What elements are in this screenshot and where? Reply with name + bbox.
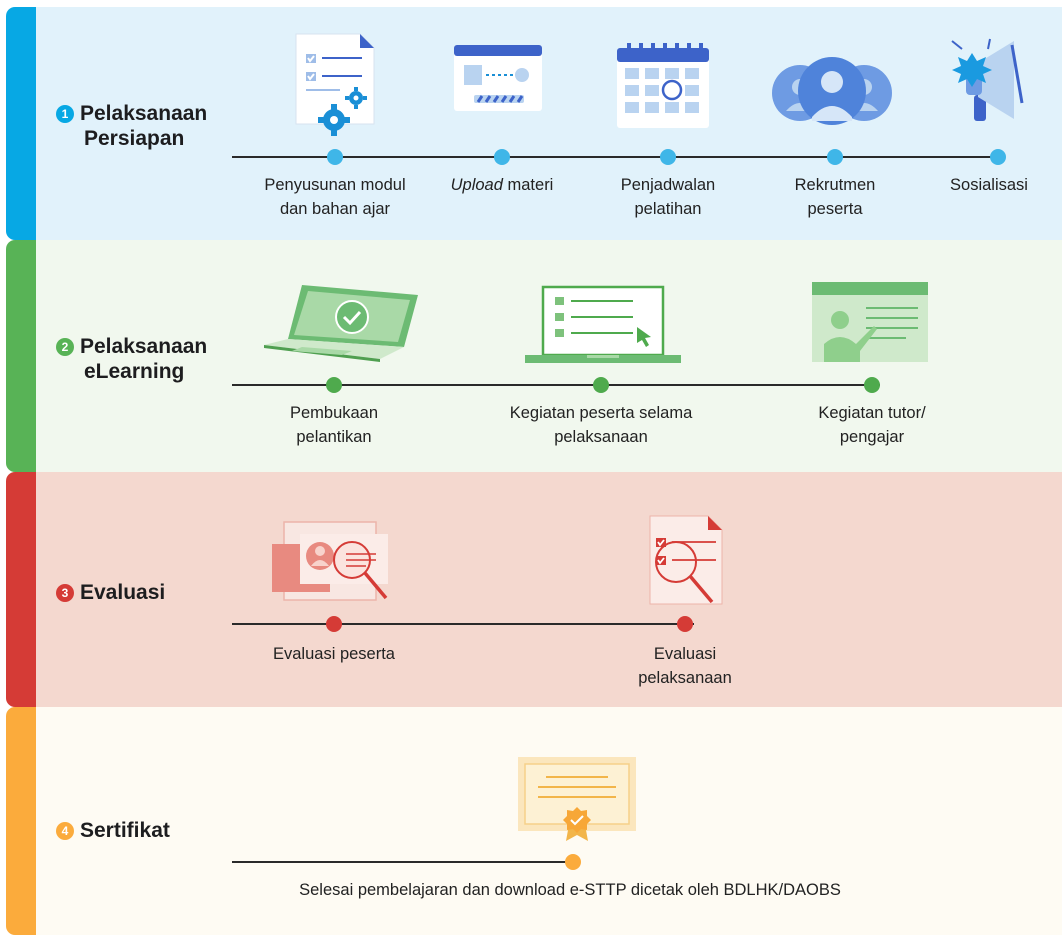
step-label: Rekrutmen peserta — [794, 176, 876, 218]
step-label: Evaluasi peserta — [273, 645, 395, 663]
step-label: Kegiatan peserta selama pelaksanaan — [509, 404, 693, 446]
step-label: Sosialisasi — [950, 176, 1028, 194]
timeline-dot — [677, 616, 693, 632]
step-label: Selesai pembelajaran dan download e-STTP… — [299, 881, 841, 899]
timeline-dot — [494, 149, 510, 165]
timeline-dot — [565, 854, 581, 870]
section-evaluasi — [6, 472, 1062, 707]
certificate-icon — [518, 757, 636, 841]
timeline-line — [232, 384, 880, 386]
timeline-dot — [326, 616, 342, 632]
timeline-dot — [327, 149, 343, 165]
laptop-checklist-icon — [525, 285, 681, 363]
section-number-badge: 4 — [56, 822, 74, 840]
section-persiapan — [6, 7, 1062, 240]
section-number-badge: 1 — [56, 105, 74, 123]
people-group-icon — [772, 57, 892, 125]
timeline-dot — [864, 377, 880, 393]
section-number-badge: 2 — [56, 338, 74, 356]
megaphone-icon — [951, 38, 1024, 121]
laptop-check-icon — [264, 285, 418, 362]
timeline-dot — [660, 149, 676, 165]
calendar-icon — [617, 43, 709, 128]
timeline-dot — [593, 377, 609, 393]
timeline-line — [232, 623, 694, 625]
timeline-line — [232, 861, 577, 863]
step-label: Pembukaan pelantikan — [289, 404, 379, 446]
timeline-dot — [990, 149, 1006, 165]
upload-window-icon — [454, 45, 542, 111]
tutor-screen-icon — [812, 282, 928, 362]
profile-magnifier-icon — [272, 521, 388, 601]
section-panel — [36, 472, 1062, 707]
step-label: Penyusunan modul dan bahan ajar — [264, 176, 406, 218]
timeline-dot — [827, 149, 843, 165]
timeline-dot — [326, 377, 342, 393]
timeline-line — [232, 156, 1002, 158]
checklist-magnifier-icon — [649, 515, 723, 605]
document-gears-icon — [295, 33, 375, 136]
step-label: Upload materi — [450, 176, 554, 194]
section-panel — [36, 7, 1062, 240]
step-label: Evaluasi pelaksanaan — [638, 645, 732, 687]
step-label: Kegiatan tutor/ pengajar — [818, 404, 926, 446]
section-number-badge: 3 — [56, 584, 74, 602]
step-label: Penjadwalan pelatihan — [620, 176, 716, 218]
